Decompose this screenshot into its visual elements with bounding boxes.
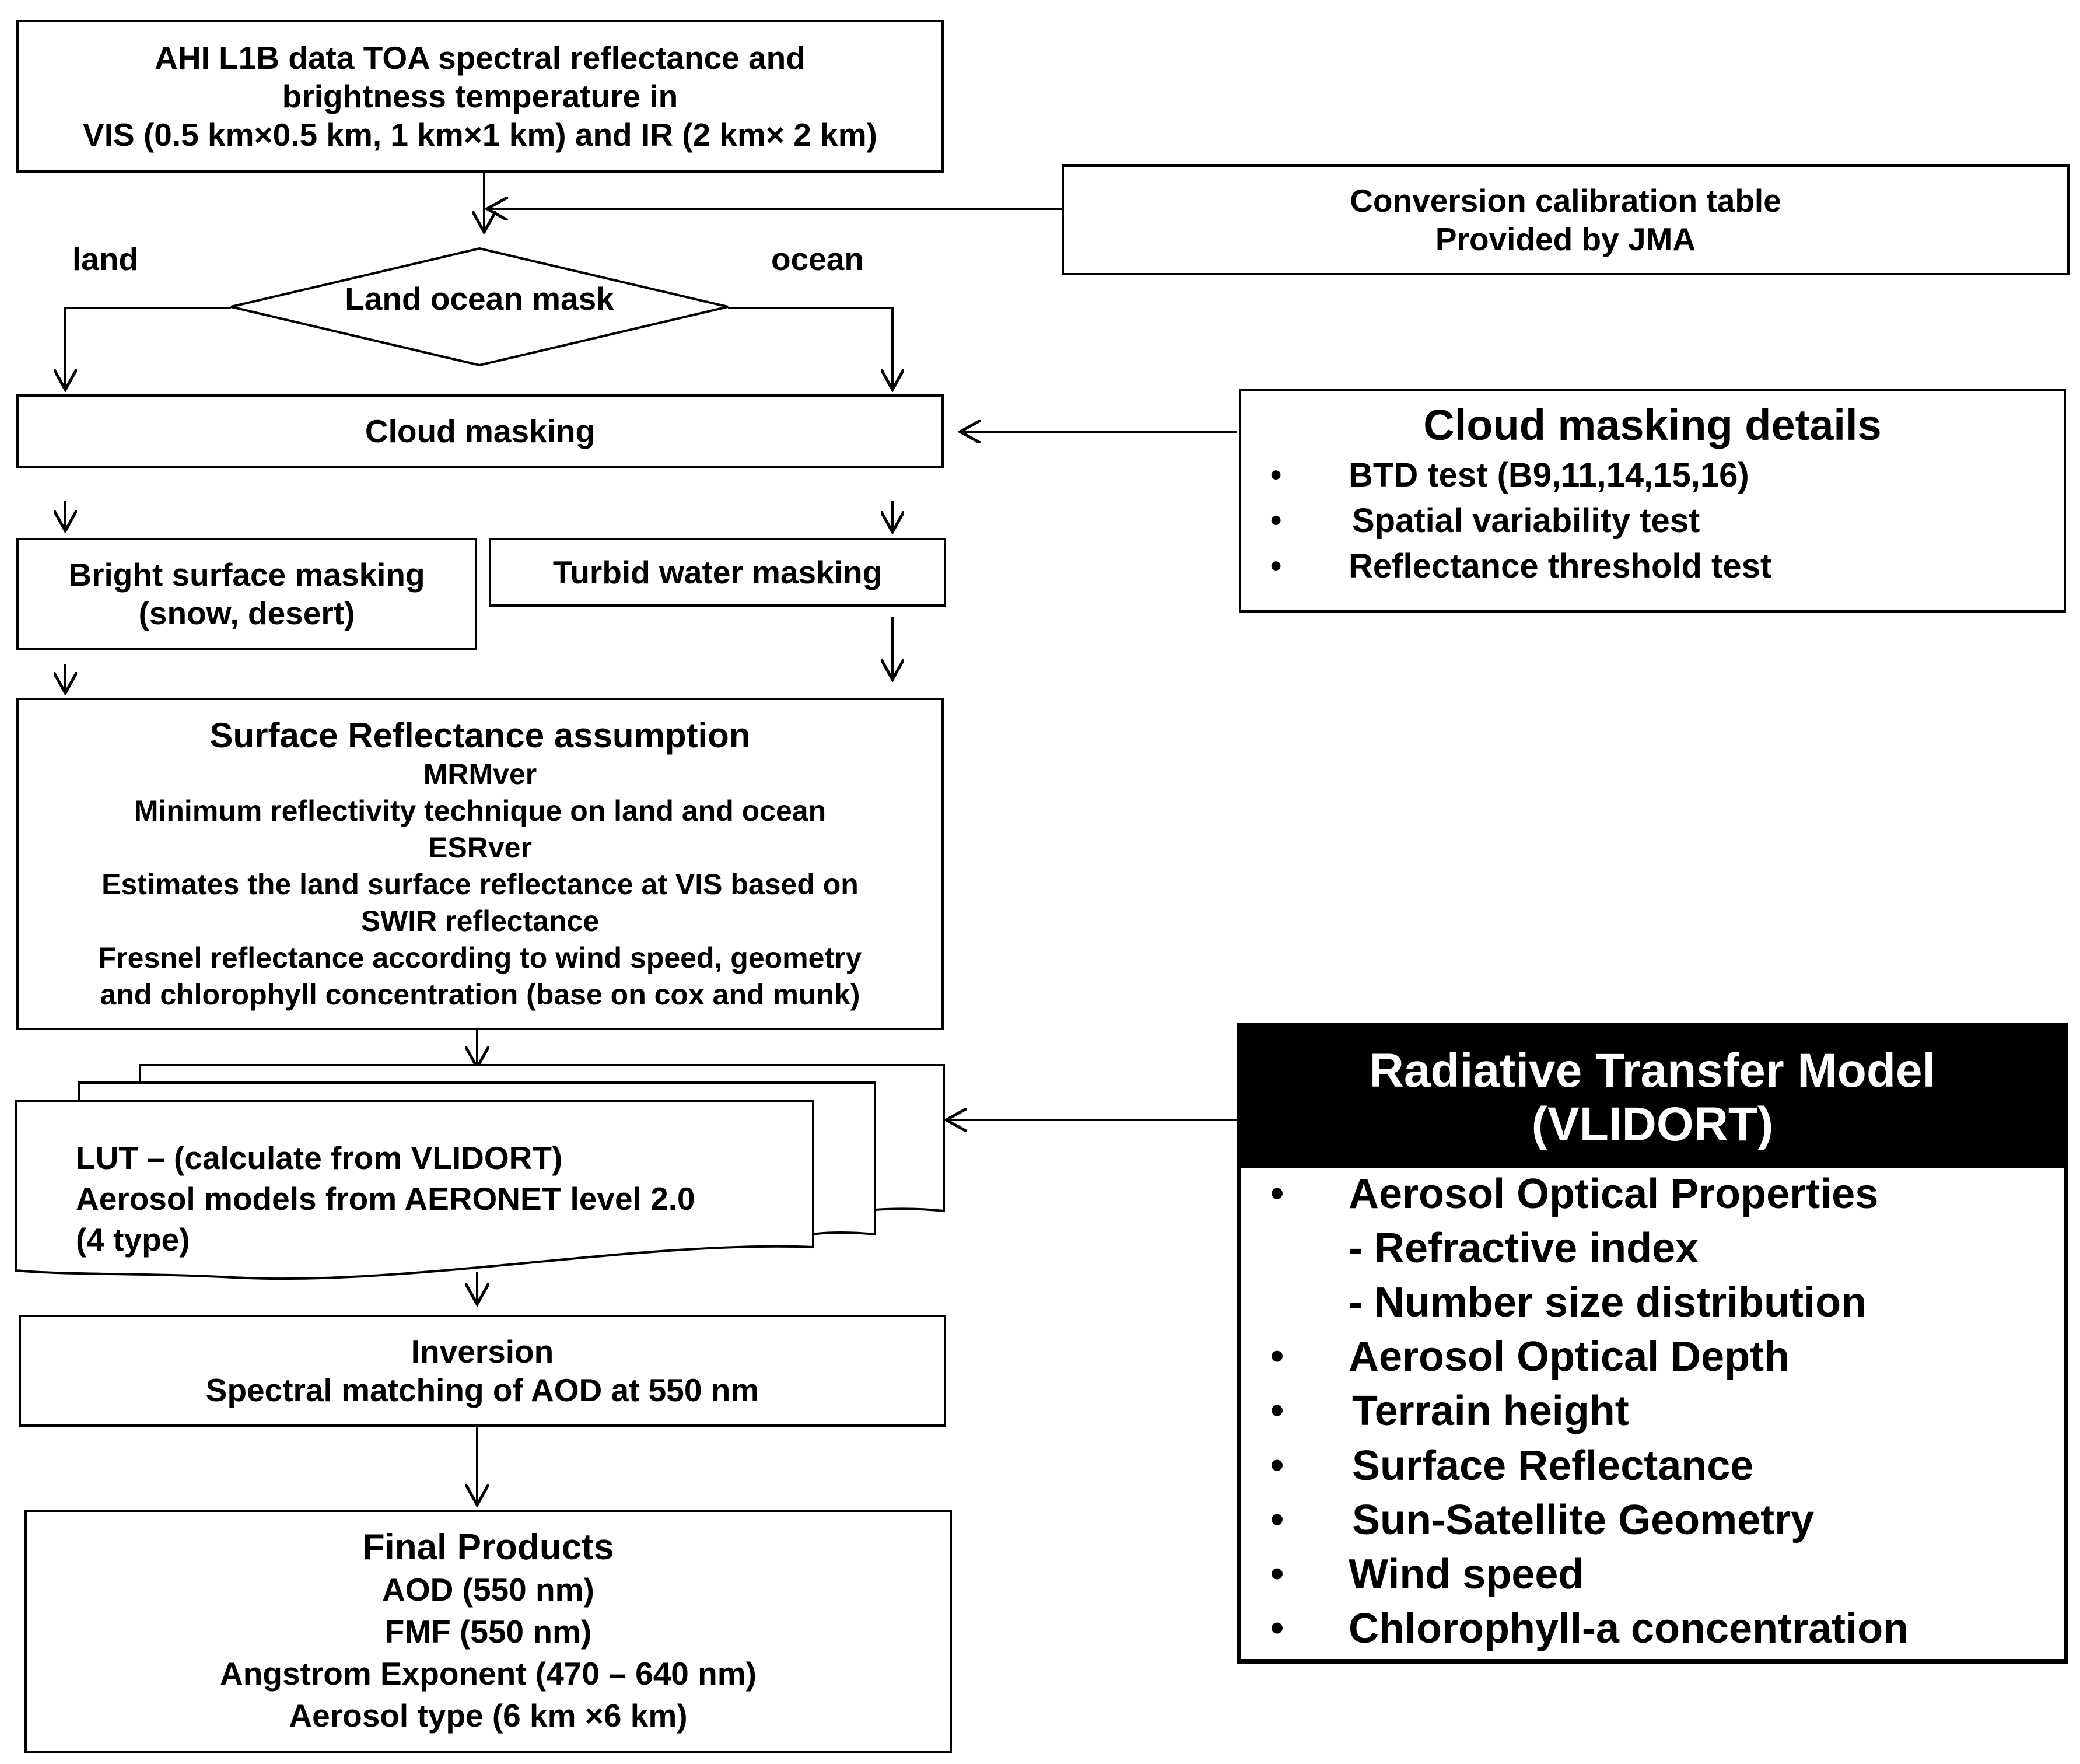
rtm-item-sun-satellite-geometry: Sun-Satellite Geometry [1352, 1497, 1815, 1544]
cloud-details-item-3: Reflectance threshold test [1349, 547, 1772, 585]
arrow-ocean-branch [728, 307, 892, 390]
rtm-bullet-1: • [1270, 1171, 1284, 1214]
surface-line-5: SWIR reflectance [360, 904, 600, 937]
surface-line-2: Minimum reflectivity technique on land a… [134, 794, 827, 827]
bright-surface-masking-box: Bright surface masking (snow, desert) [16, 538, 477, 650]
land-ocean-mask-diamond [230, 247, 729, 367]
rtm-title-line-1: Radiative Transfer Model [1369, 1044, 1936, 1097]
turbid-water-masking-box: Turbid water masking [489, 538, 946, 607]
cloud-details-bullet-1: • [1270, 456, 1282, 492]
cloud-masking-label: Cloud masking [365, 413, 596, 449]
source-data-box: AHI L1B data TOA spectral reflectance an… [16, 20, 944, 173]
cloud-masking-details-box: Cloud masking details • BTD test (B9,11,… [1239, 388, 2066, 612]
surface-line-4: Estimates the land surface reflectance a… [101, 867, 859, 901]
ocean-branch-label: ocean [771, 241, 864, 277]
rtm-item-wind-speed: Wind speed [1349, 1551, 1584, 1598]
calibration-table-box: Conversion calibration table Provided by… [1062, 164, 2070, 275]
surface-line-mrmver: MRMver [423, 757, 537, 790]
rtm-bullet-6: • [1270, 1552, 1284, 1595]
inversion-line-2: Spectral matching of AOD at 550 nm [205, 1372, 759, 1408]
cloud-details-item-1: BTD test (B9,11,14,15,16) [1349, 456, 1749, 494]
bright-surface-line-2: (snow, desert) [138, 595, 355, 631]
lut-line-3: (4 type) [76, 1222, 190, 1258]
cloud-details-title: Cloud masking details [1423, 401, 1882, 449]
rtm-item-aerosol-optical-properties: Aerosol Optical Properties [1349, 1171, 1879, 1217]
rtm-item-number-size-distribution: - Number size distribution [1349, 1279, 1867, 1326]
lut-line-2: Aerosol models from AERONET level 2.0 [76, 1181, 695, 1217]
rtm-item-surface-reflectance: Surface Reflectance [1352, 1443, 1754, 1489]
final-aod: AOD (550 nm) [382, 1572, 594, 1608]
final-products-box: Final Products AOD (550 nm) FMF (550 nm)… [24, 1510, 952, 1754]
rtm-bullet-2: • [1270, 1334, 1284, 1377]
cloud-masking-box: Cloud masking [16, 394, 944, 468]
land-branch-label: land [72, 241, 139, 277]
rtm-item-aerosol-optical-depth: Aerosol Optical Depth [1349, 1334, 1790, 1380]
cloud-details-bullet-2: • [1270, 502, 1282, 538]
final-products-title: Final Products [362, 1527, 614, 1567]
surface-line-6: Fresnel reflectance according to wind sp… [98, 941, 862, 974]
rtm-item-terrain-height: Terrain height [1352, 1388, 1629, 1434]
cloud-details-bullet-3: • [1270, 547, 1282, 583]
inversion-title: Inversion [411, 1334, 554, 1370]
surface-line-7: and chlorophyll concentration (base on c… [100, 978, 860, 1011]
land-ocean-mask-label: Land ocean mask [345, 281, 614, 317]
source-line-2: brightness temperature in [282, 78, 678, 114]
final-angstrom: Angstrom Exponent (470 – 640 nm) [220, 1656, 757, 1692]
rtm-bullet-3: • [1270, 1388, 1284, 1432]
rtm-item-chlorophyll: Chlorophyll-a concentration [1349, 1605, 1909, 1652]
rtm-item-refractive-index: - Refractive index [1349, 1225, 1699, 1272]
calibration-line-2: Provided by JMA [1435, 221, 1696, 257]
radiative-transfer-model-box: Radiative Transfer Model (VLIDORT) • Aer… [1237, 1023, 2068, 1664]
lut-text: LUT – (calculate from VLIDORT) Aerosol m… [76, 1138, 695, 1260]
surface-reflectance-box: Surface Reflectance assumption MRMver Mi… [16, 698, 944, 1030]
source-line-1: AHI L1B data TOA spectral reflectance an… [155, 40, 806, 76]
calibration-line-1: Conversion calibration table [1350, 183, 1781, 219]
bright-surface-line-1: Bright surface masking [68, 556, 425, 593]
surface-reflectance-title: Surface Reflectance assumption [209, 715, 751, 755]
arrow-land-branch [65, 307, 231, 390]
rtm-bullet-4: • [1270, 1443, 1284, 1486]
surface-line-esrver: ESRver [428, 831, 532, 864]
final-aerosol-type: Aerosol type (6 km ×6 km) [289, 1698, 688, 1734]
turbid-water-label: Turbid water masking [552, 554, 883, 590]
source-line-3: VIS (0.5 km×0.5 km, 1 km×1 km) and IR (2… [83, 117, 877, 153]
lut-line-1: LUT – (calculate from VLIDORT) [76, 1140, 563, 1176]
rtm-bullet-5: • [1270, 1497, 1284, 1541]
rtm-bullet-7: • [1270, 1606, 1284, 1649]
rtm-title-line-2: (VLIDORT) [1531, 1098, 1774, 1151]
rtm-header: Radiative Transfer Model (VLIDORT) [1241, 1028, 2064, 1168]
cloud-details-item-2: Spatial variability test [1352, 502, 1700, 540]
final-fmf: FMF (550 nm) [384, 1614, 592, 1650]
inversion-box: Inversion Spectral matching of AOD at 55… [19, 1315, 946, 1427]
lut-page-front [15, 1100, 814, 1280]
